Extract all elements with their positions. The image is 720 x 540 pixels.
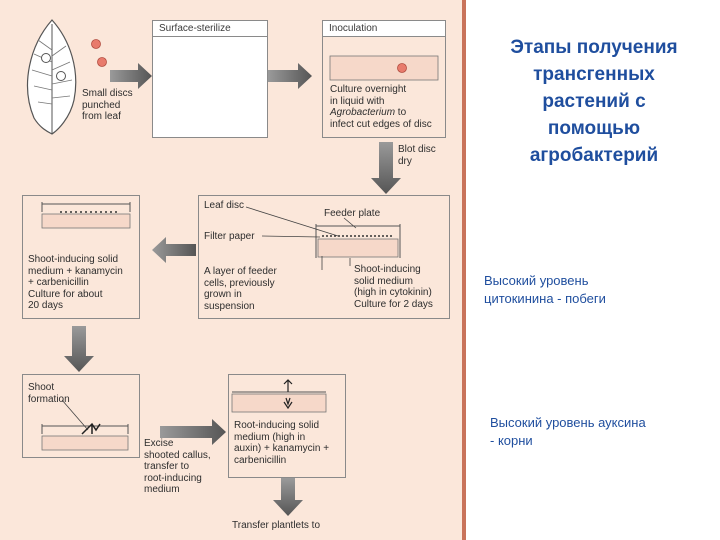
arrow-down-icon: [371, 142, 401, 194]
leaf-disc-icon: [91, 39, 101, 49]
root-plate-icon: [231, 379, 327, 413]
protocol-diagram-panel: Surface-sterilize Inoculation Small disc…: [0, 0, 462, 540]
surface-sterilize-title: Surface-sterilize: [153, 21, 267, 37]
shoot-inducing-medium-label: Shoot-inducing solid medium (high in cyt…: [354, 264, 433, 310]
leaf-disc-icon: [397, 63, 407, 73]
agrobacterium-name: Agrobacterium: [330, 107, 396, 118]
excise-label: Excise shooted callus, transfer to root-…: [144, 438, 211, 495]
shoot-plate-icon: [41, 202, 131, 229]
culture-overnight-label: Culture overnight in liquid with Agrobac…: [330, 84, 432, 130]
feeder-cells-label: A layer of feeder cells, previously grow…: [204, 266, 277, 312]
shoot-formation-icon: [41, 399, 129, 451]
panel-divider: [462, 0, 466, 540]
cytokinin-note: Высокий уровень цитокинина - побеги: [484, 273, 606, 306]
arrow-right-icon: [160, 419, 226, 445]
agrobacterium-culture: [329, 55, 439, 81]
arrow-down-icon: [64, 326, 94, 372]
arrow-left-icon: [152, 237, 196, 263]
shoot-formation-label: Shoot formation: [28, 382, 70, 405]
leaf-icon: [27, 19, 77, 135]
slide-title: Этапы получения трансгенных растений с п…: [510, 37, 678, 166]
inoculation-title: Inoculation: [323, 21, 445, 37]
feeder-plate-icon: [245, 206, 401, 270]
arrow-right-icon: [110, 63, 152, 89]
feeder-plate-box: [198, 195, 450, 319]
inoculation-box: Inoculation: [322, 20, 446, 138]
arrow-right-icon: [268, 63, 312, 89]
leaf-disc-icon: [97, 57, 107, 67]
shoot-inducing-kanamycin-label: Shoot-inducing solid medium + kanamycin …: [28, 254, 123, 311]
shoot-formation-box: [22, 374, 140, 458]
arrow-down-icon: [273, 478, 303, 516]
surface-sterilize-box: Surface-sterilize: [152, 20, 268, 138]
small-discs-label: Small discs punched from leaf: [82, 88, 133, 122]
leaf-disc-label: Leaf disc: [204, 200, 245, 211]
filter-paper-label: Filter paper: [204, 231, 255, 242]
shoot-inducing-box: [22, 195, 140, 319]
root-inducing-box: [228, 374, 346, 478]
feeder-plate-label: Feeder plate: [324, 208, 381, 219]
root-inducing-label: Root-inducing solid medium (high in auxi…: [234, 420, 330, 466]
auxin-note: Высокий уровень ауксина - корни: [490, 415, 646, 448]
blot-disc-label: Blot disc dry: [398, 144, 436, 167]
transfer-plantlets-label: Transfer plantlets to: [232, 520, 321, 531]
